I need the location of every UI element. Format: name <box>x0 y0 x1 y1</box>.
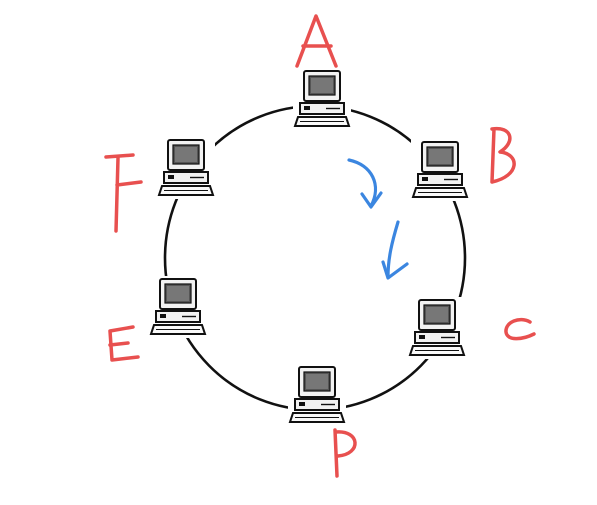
computer-icon <box>288 364 346 426</box>
computer-node-b <box>411 139 469 201</box>
direction-arrows <box>347 158 409 280</box>
computer-icon <box>408 297 466 359</box>
computer-node-f <box>157 137 215 199</box>
computer-icon <box>293 68 351 130</box>
computer-node-d <box>288 364 346 426</box>
computer-node-c <box>408 297 466 359</box>
label-a: A <box>295 14 338 68</box>
label-f: F <box>104 153 143 233</box>
computer-icon <box>149 276 207 338</box>
label-b: B <box>490 126 516 184</box>
curved-arrow-icon <box>381 220 409 280</box>
computer-icon <box>157 137 215 199</box>
label-e: E <box>108 325 140 362</box>
computer-node-e <box>149 276 207 338</box>
curved-arrow-icon <box>347 158 383 209</box>
computer-node-a <box>293 68 351 130</box>
computer-nodes <box>149 68 469 426</box>
label-d: D <box>333 428 357 478</box>
label-c: C <box>504 317 536 341</box>
computer-icon <box>411 139 469 201</box>
node-labels: A B C D E F <box>104 14 536 478</box>
